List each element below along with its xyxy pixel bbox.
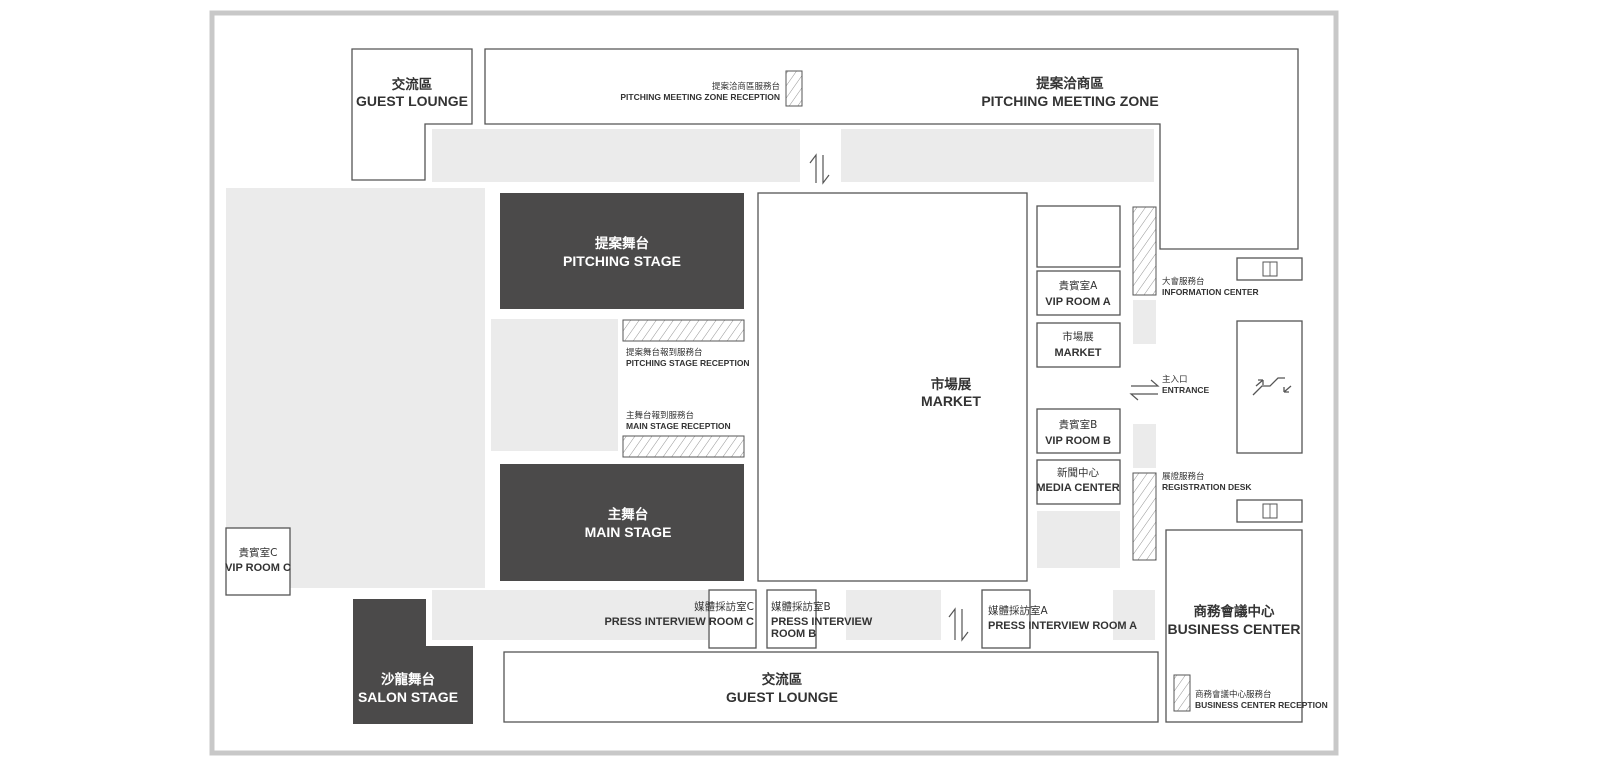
market-main-area[interactable] bbox=[757, 192, 1028, 582]
salon-stage-zh: 沙龍舞台 bbox=[381, 671, 435, 688]
press-room-c-en: PRESS INTERVIEW ROOM C bbox=[604, 616, 754, 628]
escalator-arrows-icon bbox=[948, 607, 969, 642]
main-stage-area[interactable] bbox=[500, 464, 744, 581]
pitching-meeting-zone-zh: 提案洽商區 bbox=[1036, 75, 1104, 92]
guest-lounge-bottom-zh: 交流區 bbox=[762, 671, 803, 688]
press-room-b-en2: ROOM B bbox=[771, 628, 816, 640]
press-room-a[interactable] bbox=[981, 589, 1031, 649]
vip-room-b-zh: 貴賓室B bbox=[1059, 418, 1098, 431]
pitching-meeting-zone-reception-en: PITCHING MEETING ZONE RECEPTION bbox=[620, 92, 780, 102]
entrance-zh: 主入口 bbox=[1162, 374, 1188, 385]
pitching-meeting-zone-reception-zh: 提案洽商區服務台 bbox=[712, 81, 780, 92]
pitching-stage-reception-desk[interactable] bbox=[622, 319, 745, 342]
salon-stage-en: SALON STAGE bbox=[358, 689, 458, 705]
press-room-a-zh: 媒體採訪室A bbox=[988, 604, 1048, 617]
main-stage-en: MAIN STAGE bbox=[585, 524, 672, 540]
registration-desk-zh: 展證服務台 bbox=[1162, 471, 1205, 482]
pitching-stage-reception-en: PITCHING STAGE RECEPTION bbox=[626, 358, 750, 368]
main-stage-reception-en: MAIN STAGE RECEPTION bbox=[626, 421, 731, 431]
main-stage-zh: 主舞台 bbox=[608, 506, 649, 523]
elevator-icon bbox=[1262, 503, 1278, 519]
corridor-bottom-mid bbox=[846, 590, 941, 640]
pitching-meeting-zone-en: PITCHING MEETING ZONE bbox=[981, 93, 1158, 109]
corridor-left bbox=[226, 188, 485, 588]
vip-room-a[interactable] bbox=[1036, 270, 1121, 316]
pitching-stage-en: PITCHING STAGE bbox=[563, 253, 681, 269]
registration-desk[interactable] bbox=[1132, 472, 1157, 561]
room-blank-top[interactable] bbox=[1036, 205, 1121, 268]
press-room-c-zh: 媒體採訪室C bbox=[694, 600, 754, 613]
corridor-below-media bbox=[1037, 511, 1120, 568]
guest-lounge-top-zh: 交流區 bbox=[392, 76, 433, 93]
press-room-c[interactable] bbox=[708, 589, 757, 649]
market-small-en: MARKET bbox=[1054, 347, 1101, 359]
vip-room-c-en: VIP ROOM C bbox=[225, 562, 291, 574]
entrance-en: ENTRANCE bbox=[1162, 385, 1210, 395]
media-center-zh: 新聞中心 bbox=[1057, 466, 1099, 479]
business-center-reception-desk[interactable] bbox=[1173, 674, 1191, 712]
corridor-sliver-2 bbox=[1133, 424, 1156, 468]
corridor-top-left bbox=[432, 129, 800, 182]
vip-room-b[interactable] bbox=[1036, 408, 1121, 454]
press-room-b[interactable] bbox=[766, 589, 817, 649]
information-center-zh: 大會服務台 bbox=[1162, 276, 1205, 287]
vip-room-c[interactable] bbox=[225, 527, 291, 596]
information-center-desk[interactable] bbox=[1132, 206, 1157, 296]
elevator-icon bbox=[1262, 261, 1278, 277]
business-center-reception-en: BUSINESS CENTER RECEPTION bbox=[1195, 700, 1328, 710]
registration-desk-en: REGISTRATION DESK bbox=[1162, 482, 1252, 492]
guest-lounge-top-en: GUEST LOUNGE bbox=[356, 93, 468, 109]
business-center-en: BUSINESS CENTER bbox=[1167, 621, 1300, 637]
media-center-room[interactable] bbox=[1036, 459, 1121, 505]
main-stage-reception-desk[interactable] bbox=[622, 435, 745, 458]
vip-room-b-en: VIP ROOM B bbox=[1045, 435, 1111, 447]
pitching-stage-zh: 提案舞台 bbox=[595, 235, 649, 252]
pitching-stage-area[interactable] bbox=[500, 193, 744, 309]
corridor-bottom-left bbox=[432, 590, 708, 640]
escalator-icon bbox=[1252, 377, 1292, 396]
pitching-meeting-zone-area[interactable] bbox=[484, 48, 1299, 250]
media-center-en: MEDIA CENTER bbox=[1036, 482, 1119, 494]
corridor-stage-reception bbox=[491, 319, 618, 451]
entrance-arrows-icon bbox=[1129, 379, 1160, 401]
pitching-stage-reception-zh: 提案舞台報到服務台 bbox=[626, 347, 703, 358]
vip-room-a-zh: 貴賓室A bbox=[1059, 279, 1098, 292]
salon-stage-area[interactable] bbox=[353, 599, 473, 724]
pitching-meeting-zone-reception-desk[interactable] bbox=[785, 70, 803, 107]
escalator-arrows-icon bbox=[809, 153, 830, 185]
market-small-room[interactable] bbox=[1036, 322, 1121, 368]
main-stage-reception-zh: 主舞台報到服務台 bbox=[626, 410, 694, 421]
market-main-en: MARKET bbox=[921, 393, 981, 409]
press-room-b-en1: PRESS INTERVIEW bbox=[771, 616, 873, 628]
information-center-en: INFORMATION CENTER bbox=[1162, 287, 1259, 297]
press-room-a-en: PRESS INTERVIEW ROOM A bbox=[988, 620, 1137, 632]
vip-room-a-en: VIP ROOM A bbox=[1045, 296, 1110, 308]
guest-lounge-top-area[interactable] bbox=[351, 48, 473, 181]
guest-lounge-bottom-en: GUEST LOUNGE bbox=[726, 689, 838, 705]
market-main-zh: 市場展 bbox=[931, 376, 972, 393]
escalator-area[interactable] bbox=[1236, 320, 1303, 454]
vip-room-c-zh: 貴賓室C bbox=[239, 546, 278, 559]
press-room-b-zh: 媒體採訪室B bbox=[771, 600, 831, 613]
corridor-sliver-1 bbox=[1133, 300, 1156, 344]
market-small-zh: 市場展 bbox=[1062, 330, 1094, 343]
guest-lounge-bottom-area[interactable] bbox=[503, 651, 1159, 723]
corridor-bottom-right bbox=[1113, 590, 1155, 640]
corridor-top-right bbox=[841, 129, 1154, 182]
business-center-reception-zh: 商務會議中心服務台 bbox=[1195, 689, 1272, 700]
business-center-zh: 商務會議中心 bbox=[1194, 603, 1275, 620]
